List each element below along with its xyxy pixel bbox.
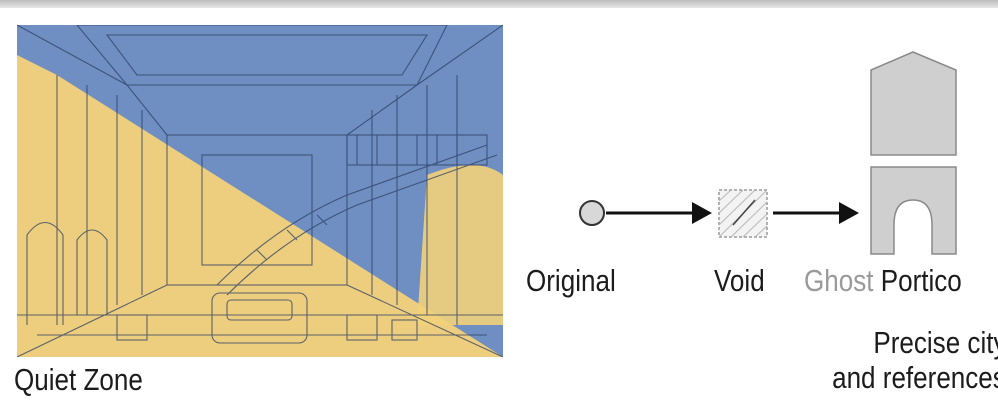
arrow-head-1 — [692, 202, 712, 224]
ghost-portico-label-light: Ghost — [804, 263, 881, 298]
original-label: Original — [526, 265, 616, 296]
description-line-2: and references — [832, 362, 998, 393]
ghost-portico-label-dark: Portico — [881, 263, 962, 298]
circle-icon — [580, 201, 604, 225]
ghost-portico-label: Ghost Portico — [804, 265, 962, 296]
description-line-1: Precise city — [873, 327, 998, 358]
void-label: Void — [714, 265, 765, 296]
hatched-square-icon — [719, 190, 767, 237]
portico-icon — [871, 52, 956, 254]
arrow-head-2 — [839, 202, 859, 224]
